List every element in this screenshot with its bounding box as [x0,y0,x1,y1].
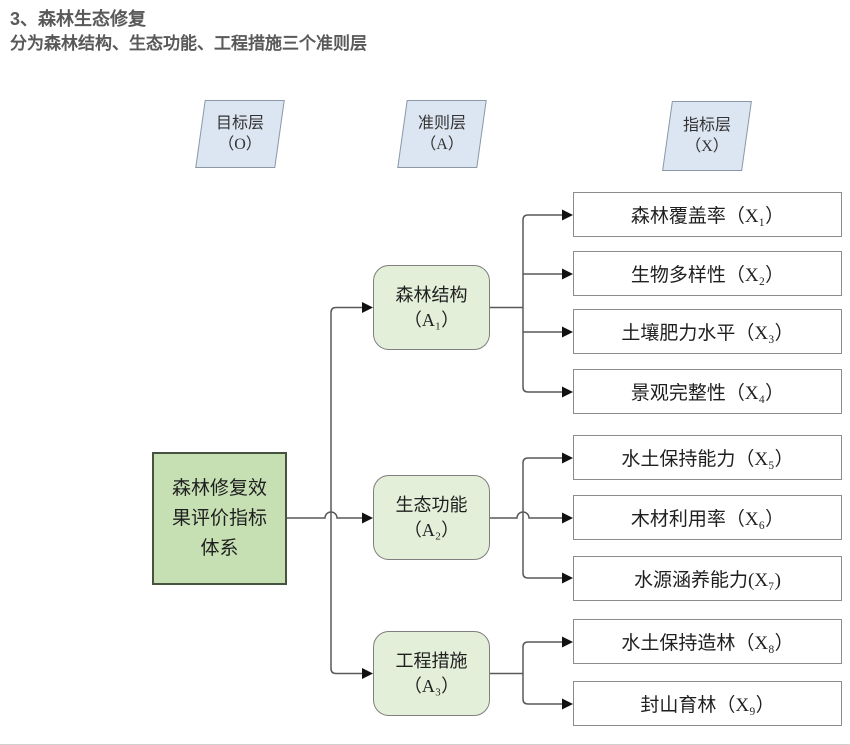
indicator-box-x8: 水土保持造林（X₈） [573,619,842,664]
criteria-box-a1: 森林结构 （A₁） [373,265,490,350]
layer-criteria-label: 准则层 [417,115,466,132]
layer-header-criteria: 准则层 （A） [397,100,487,168]
goal-box: 森林修复效 果评价指标 体系 [152,452,287,585]
layer-goal-label: 目标层 [215,115,264,132]
criteria-a1-code: （A₁） [403,309,460,330]
indicator-box-x4: 景观完整性（X₄） [573,369,842,414]
criteria-a3-code: （A₃） [403,675,460,696]
layer-goal-code: （O） [218,136,262,153]
page-subtitle: 分为森林结构、生态功能、工程措施三个准则层 [10,34,367,53]
layer-indicator-label: 指标层 [682,117,731,134]
indicator-box-x1: 森林覆盖率（X₁） [573,192,842,237]
indicator-box-x5: 水土保持能力（X₅） [573,435,842,480]
indicator-box-x6: 木材利用率（X₆） [573,495,842,540]
connector-paths [287,214,565,705]
layer-header-indicator: 指标层 （X） [662,101,752,171]
layer-header-goal: 目标层 （O） [195,100,285,168]
criteria-a1-label: 森林结构 [395,284,468,305]
indicator-box-x2: 生物多样性（X₂） [573,251,842,296]
criteria-box-a2: 生态功能 （A₂） [373,475,490,560]
indicator-box-x9: 封山育林（X₉） [573,681,842,726]
page-title: 3、森林生态修复 [10,9,147,29]
indicator-box-x7: 水源涵养能力(X₇) [573,556,842,601]
layer-criteria-code: （A） [420,136,464,153]
criteria-a2-label: 生态功能 [395,494,468,515]
criteria-box-a3: 工程措施 （A₃） [373,631,490,716]
indicator-box-x3: 土壤肥力水平（X₃） [573,309,842,354]
criteria-a2-code: （A₂） [403,519,460,540]
arrowhead-icons [362,209,573,710]
criteria-a3-label: 工程措施 [395,650,468,671]
layer-indicator-code: （X） [685,138,729,155]
